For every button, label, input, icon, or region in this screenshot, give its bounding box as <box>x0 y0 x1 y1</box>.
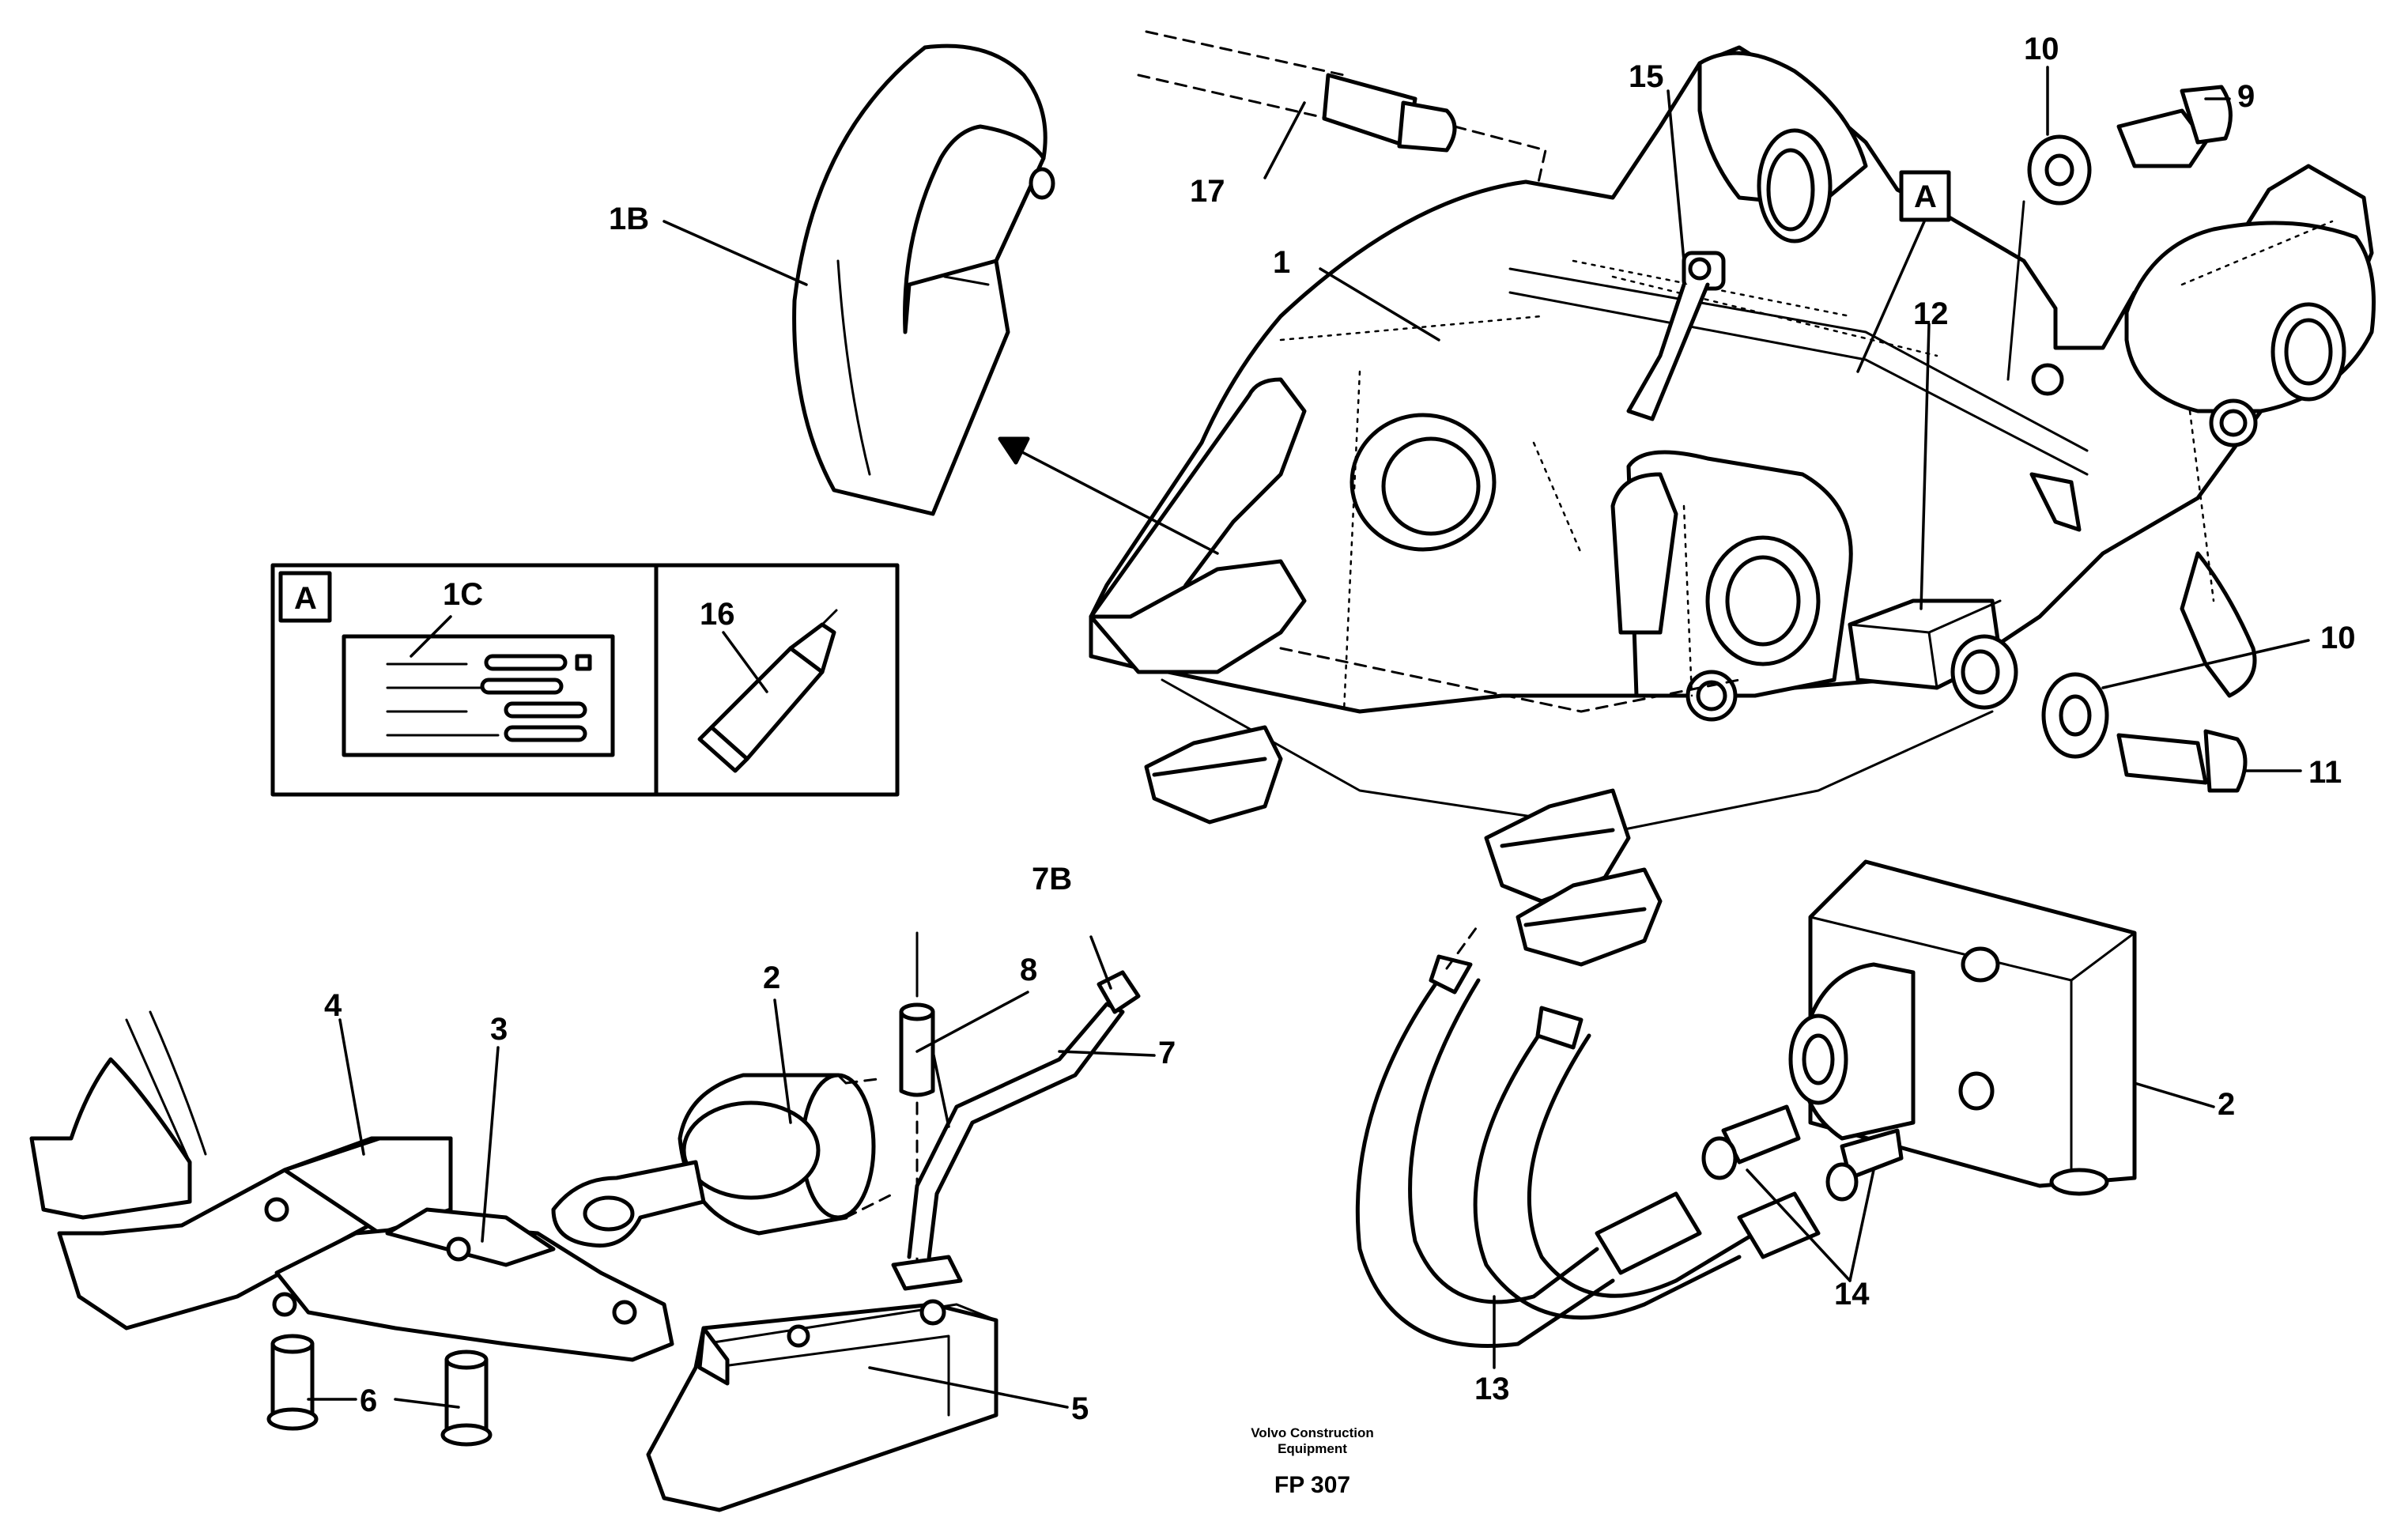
callout-12: 12 <box>1913 296 1949 331</box>
callout-17: 17 <box>1190 174 1225 209</box>
part-2-cylinder-upper <box>551 1073 895 1248</box>
callout-6: 6 <box>360 1383 377 1418</box>
part-1-coupler-frame <box>1089 45 2376 967</box>
credit-line-2: Equipment <box>1278 1441 1347 1456</box>
callout-labels: 1B 1 17 15 10 9 12 10 11 2 14 13 7B 8 7 … <box>294 32 2356 1426</box>
part-1b-hook-insert <box>792 43 1055 516</box>
callout-8: 8 <box>1020 953 1037 987</box>
callout-13: 13 <box>1474 1372 1510 1406</box>
part-7-rod <box>891 970 1141 1291</box>
callout-1b: 1B <box>609 202 649 236</box>
callout-4: 4 <box>324 988 342 1023</box>
callout-5: 5 <box>1071 1391 1089 1426</box>
part-5-block <box>646 1299 998 1512</box>
callout-15: 15 <box>1629 59 1664 94</box>
part-2-cylinder-block-right <box>1701 859 2137 1202</box>
pointer-arrow <box>998 436 1219 555</box>
part-17-pipe <box>1137 30 1551 235</box>
callout-16: 16 <box>700 597 735 632</box>
part-9-10-top-bolt-washer <box>2006 85 2233 381</box>
credit-line-1: Volvo Construction <box>1251 1425 1374 1440</box>
callout-10-top: 10 <box>2024 32 2059 66</box>
part-4-bracket <box>29 1010 453 1331</box>
callout-14: 14 <box>1834 1277 1870 1312</box>
callout-1: 1 <box>1273 245 1290 280</box>
callout-3: 3 <box>490 1012 508 1047</box>
leader-lines <box>307 66 2310 1409</box>
part-10-11-right-bolt-washer <box>2041 672 2248 793</box>
detail-a-inset <box>270 563 900 797</box>
part-3-lever <box>272 1207 674 1362</box>
callout-11: 11 <box>2308 755 2342 790</box>
frame-a-label: A <box>1914 179 1937 214</box>
figure-credit: Volvo Construction Equipment FP 307 <box>1251 1425 1374 1498</box>
part-6-pins <box>266 1334 493 1447</box>
callout-7b: 7B <box>1032 862 1072 896</box>
callout-9: 9 <box>2237 79 2255 114</box>
figure-number: FP 307 <box>1274 1472 1350 1498</box>
part-13-hoses <box>1355 923 1821 1348</box>
callout-7: 7 <box>1158 1036 1176 1070</box>
frame-a-reference <box>1856 170 1951 373</box>
callout-2-right: 2 <box>2218 1087 2235 1122</box>
detail-a-box-label: A <box>294 581 317 616</box>
callout-10-right: 10 <box>2320 621 2356 655</box>
callout-2-upper: 2 <box>763 961 780 995</box>
callout-1c: 1C <box>443 577 483 612</box>
